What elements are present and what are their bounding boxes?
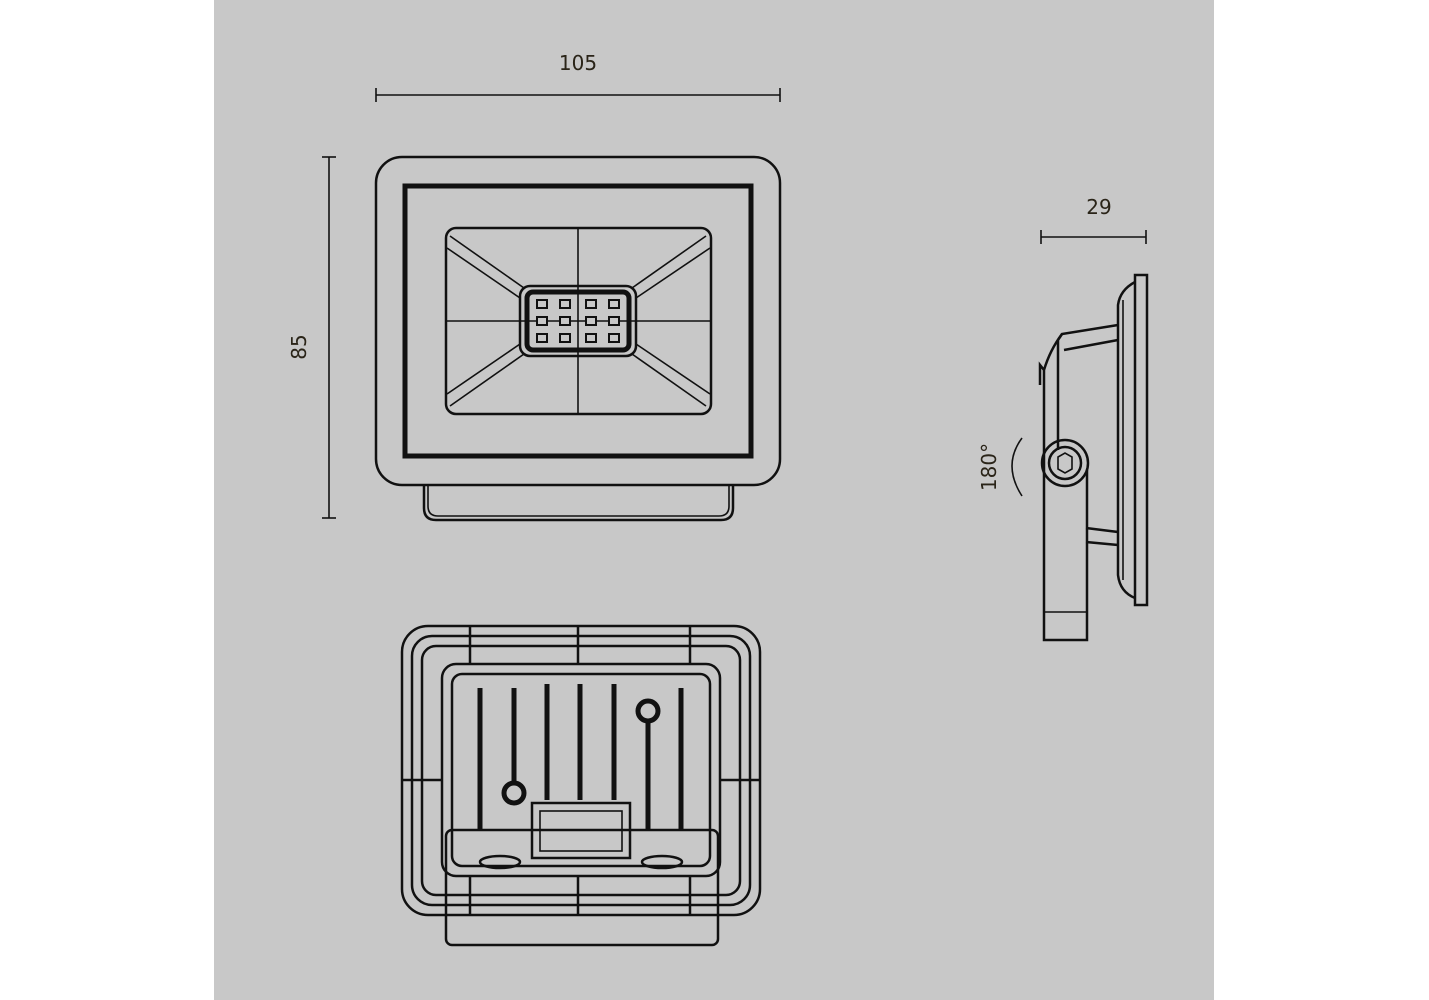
led-chips xyxy=(536,299,620,343)
height-label: 85 xyxy=(287,334,311,359)
width-label: 105 xyxy=(559,51,597,75)
rotation-label: 180° xyxy=(977,443,1001,491)
back-view xyxy=(400,624,762,947)
height-dimension: 85 xyxy=(287,156,336,519)
depth-label: 29 xyxy=(1086,195,1111,219)
side-view: 180° xyxy=(977,273,1149,642)
width-dimension: 105 xyxy=(375,51,781,102)
front-view xyxy=(374,155,782,522)
rotation-arc-icon xyxy=(1011,437,1023,497)
depth-dimension: 29 xyxy=(1040,195,1147,244)
